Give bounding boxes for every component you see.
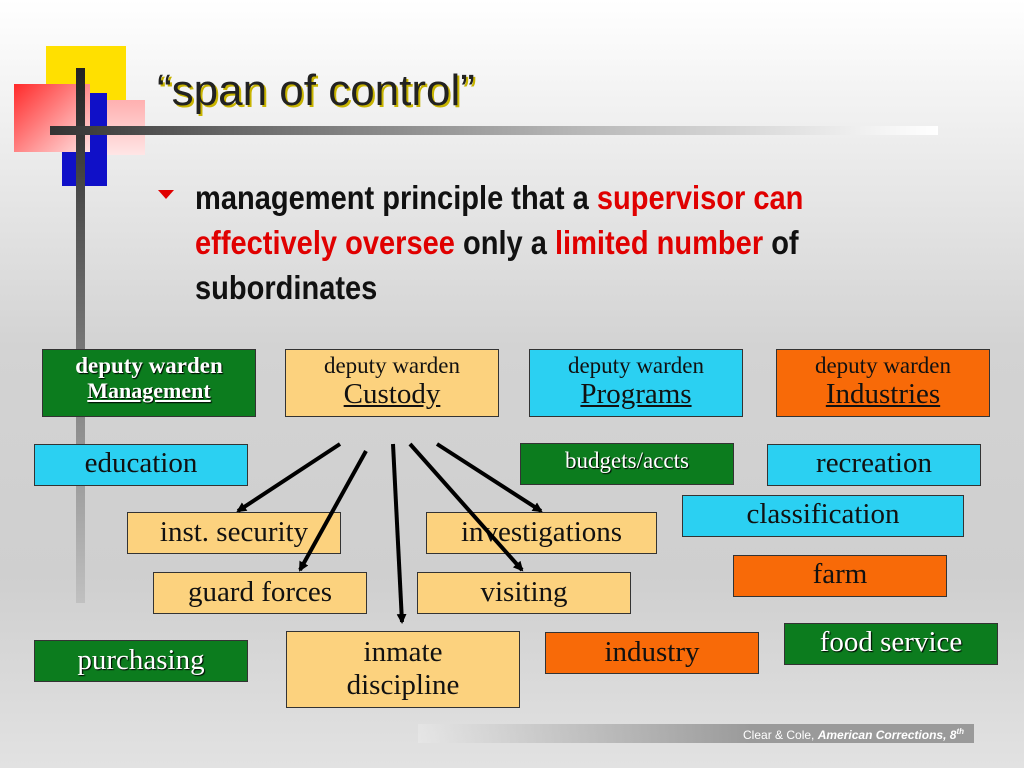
footer-bar [418,724,974,743]
arrow-to-inst-security [236,442,342,513]
dept-programs-label: deputy warden [567,353,705,378]
dept-management-name: Management [87,378,211,403]
dept-industries-label: deputy warden [814,353,952,378]
unit-guard-forces: guard forces [153,572,367,614]
unit-classification: classification [682,495,964,537]
unit-investigations: investigations [426,512,657,554]
dept-industries-name: Industries [825,378,941,410]
dept-industries: deputy warden Industries [776,349,990,417]
footer-citation: Clear & Cole, American Corrections, 8th [743,727,964,742]
dept-custody-label: deputy warden [323,353,461,378]
unit-farm: farm [733,555,947,597]
dept-programs-name: Programs [580,378,692,410]
unit-recreation: recreation [767,444,981,486]
decor-horizontal-line [50,126,938,135]
unit-industry: industry [545,632,759,674]
dept-management-label: deputy warden [75,353,223,378]
bullet-marker-icon [158,190,174,199]
unit-food-service: food service [784,623,998,665]
footer-book: American Corrections, 8 [817,728,957,742]
arrow-to-inmate-discipline [391,443,407,624]
bullet-highlight-2: limited number [554,224,764,261]
footer-edition-suffix: th [956,727,964,736]
bullet-part-3: only a [454,224,555,261]
unit-budgets-accts: budgets/accts [520,443,734,485]
dept-management: deputy warden Management [42,349,256,417]
bullet-text: management principle that a supervisor c… [195,175,837,310]
unit-inmate-discipline: inmate discipline [286,631,520,708]
dept-custody: deputy warden Custody [285,349,499,417]
bullet-highlight-1: supervisor can effectively oversee [195,179,804,261]
bullet-part-5: of subordinates [195,224,799,306]
unit-inst-security: inst. security [127,512,341,554]
unit-visiting: visiting [417,572,631,614]
dept-custody-name: Custody [343,378,441,410]
slide-title: “span of control” [157,66,475,115]
unit-education: education [34,444,248,486]
decor-vertical-line [76,68,85,603]
unit-purchasing: purchasing [34,640,248,682]
bullet-part-1: management principle that a [195,179,597,216]
footer-author: Clear & Cole, [743,728,818,742]
dept-programs: deputy warden Programs [529,349,743,417]
